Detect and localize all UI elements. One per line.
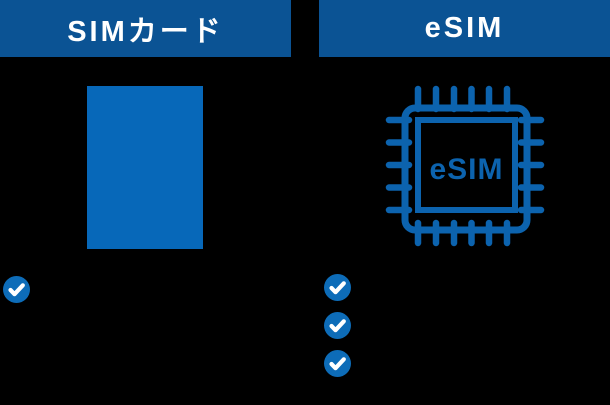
check-icon bbox=[3, 276, 30, 303]
esim-chip-icon: eSIM bbox=[385, 85, 545, 247]
sim-card-header: SIMカード bbox=[0, 0, 291, 57]
esim-header-label: eSIM bbox=[424, 12, 505, 44]
check-icon bbox=[324, 274, 351, 301]
sim-card-icon bbox=[87, 86, 203, 249]
sim-card-header-label: SIMカード bbox=[67, 15, 224, 48]
chip-label: eSIM bbox=[429, 153, 503, 186]
esim-header: eSIM bbox=[319, 0, 610, 57]
check-icon bbox=[324, 350, 351, 377]
check-icon bbox=[324, 312, 351, 339]
